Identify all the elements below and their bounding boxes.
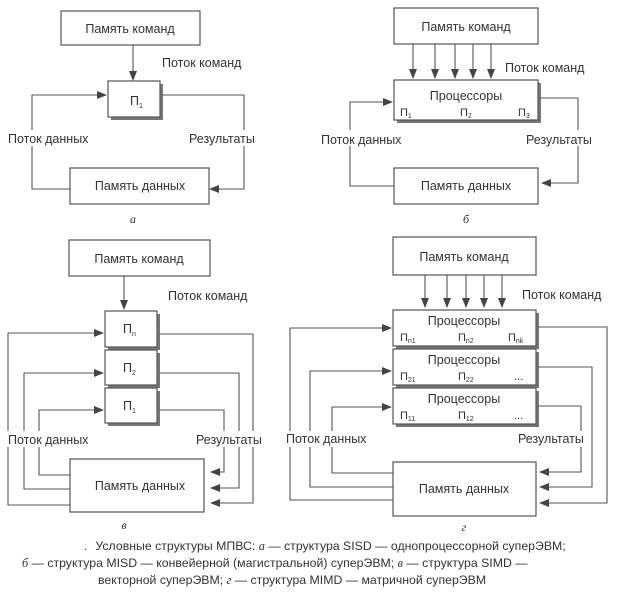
- instruction-memory-label: Память команд: [94, 252, 184, 266]
- processors-box: [392, 348, 537, 386]
- processors-label: Процессоры: [428, 392, 500, 406]
- instruction-memory-box: [393, 7, 539, 45]
- data-stream-line: [7, 329, 104, 506]
- processors-label: Процессоры: [430, 89, 502, 103]
- caption-line: векторной суперЭВМ; г — структура MIMD —…: [98, 573, 487, 587]
- processor-label: П12: [458, 410, 474, 423]
- caption-line: б — структура MISD — конвейерной (магист…: [22, 556, 528, 570]
- processor-box: [104, 349, 158, 386]
- data-stream-label: Поток данных: [8, 433, 89, 447]
- processor-label: П1: [130, 94, 143, 110]
- data-memory-label: Память данных: [95, 179, 186, 193]
- results-label: Результаты: [196, 433, 262, 447]
- processors-label: Процессоры: [428, 314, 500, 328]
- diagram-letter: г: [462, 520, 467, 534]
- results-label: Результаты: [189, 132, 255, 146]
- caption-line: .Условные структуры МПВС: а — структура …: [84, 539, 566, 553]
- diagram-v: Память команд Поток команд Пn П2 П1 Пото…: [4, 239, 266, 532]
- diagram-letter: б: [463, 212, 470, 226]
- results-label: Результаты: [518, 432, 584, 446]
- processor-label: П11: [400, 410, 415, 423]
- results-line: [538, 326, 608, 507]
- data-stream-label: Поток данных: [321, 133, 402, 147]
- processor-label: Пn1: [400, 332, 416, 345]
- data-memory-box: [393, 167, 539, 205]
- instruction-memory-box: [392, 236, 537, 276]
- processor-label: П21: [400, 371, 416, 384]
- processor-label: П3: [518, 107, 530, 120]
- data-memory-label: Память данных: [95, 479, 186, 493]
- processors-box: [392, 309, 537, 347]
- processors-box: [392, 387, 537, 425]
- diagram-letter: в: [121, 518, 126, 532]
- instruction-memory-label: Память команд: [85, 22, 175, 36]
- processor-label: П22: [458, 371, 474, 384]
- results-line: [159, 372, 240, 492]
- results-line: [538, 366, 593, 491]
- processor-label: Пn: [123, 322, 136, 338]
- processor-label: ...: [514, 410, 523, 422]
- instruction-memory-box: [60, 10, 201, 46]
- processor-label: П2: [123, 361, 136, 377]
- instruction-memory-label: Память команд: [419, 250, 509, 264]
- processor-box: [104, 387, 158, 424]
- processor-box: [107, 80, 161, 118]
- processor-label: П2: [460, 107, 472, 120]
- data-stream-line: [309, 367, 393, 488]
- processors-label: Процессоры: [428, 353, 500, 367]
- diagram-letter: а: [130, 212, 136, 226]
- figure-caption: .Условные структуры МПВС: а — структура …: [0, 538, 631, 589]
- diagram-a: Память команд Поток команд П1 Поток данн…: [4, 10, 258, 226]
- processor-label: П1: [400, 107, 412, 120]
- instruction-memory-label: Память команд: [421, 20, 511, 34]
- data-memory-box: [392, 461, 537, 517]
- processor-label: ...: [514, 371, 523, 383]
- instruction-stream-label: Поток команд: [162, 56, 242, 70]
- diagram-b: Память команд Поток команд Процессоры П1…: [318, 7, 598, 226]
- data-stream-label: Поток данных: [8, 132, 89, 146]
- data-memory-label: Память данных: [419, 482, 510, 496]
- processor-label: Пnk: [508, 332, 524, 345]
- instruction-stream-label: Поток команд: [168, 289, 248, 303]
- diagram-g: Память команд Поток команд Процессоры Пn…: [284, 236, 608, 534]
- instruction-memory-box: [68, 239, 211, 277]
- data-memory-box: [69, 167, 210, 205]
- processors-box: [393, 79, 539, 121]
- processor-box: [104, 310, 158, 348]
- instruction-stream-label: Поток команд: [522, 288, 602, 302]
- data-stream-label: Поток данных: [286, 432, 367, 446]
- processor-label: Пn2: [458, 332, 474, 345]
- data-memory-box: [69, 458, 205, 513]
- diagram-canvas: Память команд Поток команд П1 Поток данн…: [4, 7, 608, 534]
- results-label: Результаты: [526, 133, 592, 147]
- instruction-stream-label: Поток команд: [505, 61, 585, 75]
- data-stream-line: [289, 324, 393, 501]
- processor-label: П1: [123, 399, 136, 415]
- data-memory-label: Память данных: [421, 179, 512, 193]
- results-line: [159, 333, 254, 507]
